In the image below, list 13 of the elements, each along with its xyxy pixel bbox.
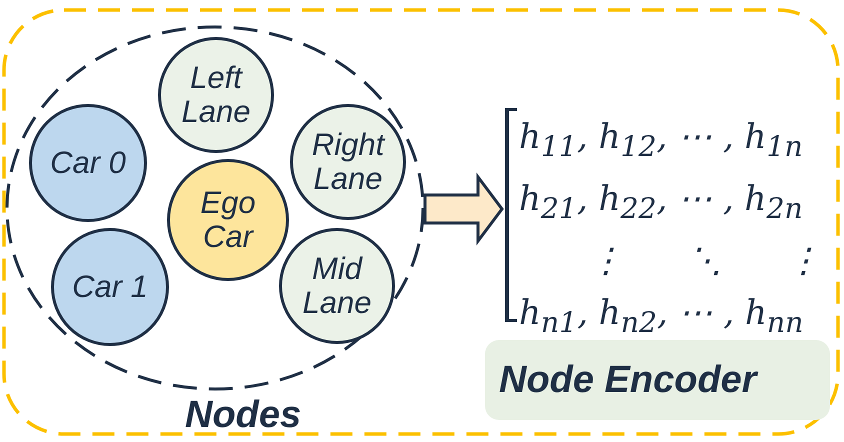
- matrix-row-text: h$_{n1}$, h$_{n2}$, ⋯ , h$_{nn}$: [519, 292, 804, 340]
- node-circle: Ego Car: [167, 159, 289, 281]
- node-circle: Left Lane: [158, 37, 274, 153]
- node-circle: Car 0: [29, 104, 147, 222]
- matrix-row-text: ⋮ ⋱ ⋮: [588, 240, 822, 283]
- group-heading: Nodes: [185, 395, 302, 437]
- matrix-row-text: h$_{21}$, h$_{22}$, ⋯ , h$_{2n}$: [519, 178, 804, 227]
- node-circle: Right Lane: [290, 104, 406, 220]
- label-box: Node Encoder: [485, 340, 830, 420]
- node-circle: Car 1: [51, 228, 169, 346]
- matrix-row-text: h$_{11}$, h$_{12}$, ⋯ , h$_{1n}$: [519, 116, 804, 165]
- block-arrow: [424, 172, 504, 246]
- node-circle: Mid Lane: [279, 228, 395, 344]
